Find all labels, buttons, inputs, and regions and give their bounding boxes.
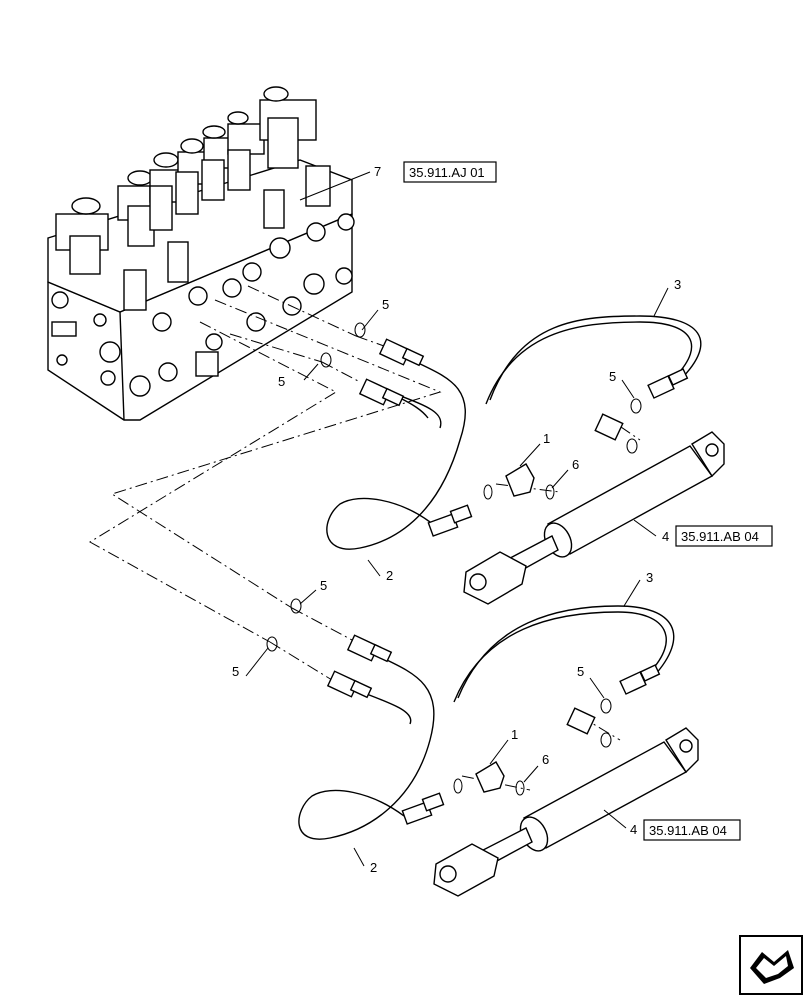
callout-7: 7 [374,164,381,179]
ref-valve: 35.911.AJ 01 [409,165,485,180]
arrow-next-icon[interactable] [739,935,803,995]
o-ring [600,732,612,748]
callout-4-upper: 4 [662,529,669,544]
hydraulic-cylinder [433,727,699,897]
o-ring [354,322,366,338]
callout-1-upper: 1 [543,431,550,446]
ref-box-cyl-upper [675,525,773,547]
o-ring [630,398,642,414]
ref-cyl-upper: 35.911.AB 04 [681,529,759,544]
o-ring [626,438,638,454]
callout-3-upper: 3 [674,277,681,292]
callout-5-upper-c: 5 [609,369,616,384]
callout-5-lower-c: 5 [577,664,584,679]
callout-5-upper-a: 5 [382,297,389,312]
callout-5-upper-b: 5 [278,374,285,389]
o-ring [290,598,302,614]
callout-4-lower: 4 [630,822,637,837]
callout-2-upper: 2 [386,568,393,583]
o-ring [320,352,332,368]
hydraulic-cylinder [463,431,725,605]
ref-box-valve [403,161,497,183]
callout-3-lower: 3 [646,570,653,585]
callout-2-lower: 2 [370,860,377,875]
upper-hose-set [320,315,725,605]
callout-6-upper: 6 [572,457,579,472]
callout-1-lower: 1 [511,727,518,742]
o-ring [545,484,555,500]
o-ring [515,780,525,796]
solenoid-stack [55,86,317,275]
lower-hose-set [266,598,699,897]
o-ring [266,636,278,652]
o-ring [600,698,612,714]
ref-cyl-lower: 35.911.AB 04 [649,823,727,838]
callout-6-lower: 6 [542,752,549,767]
callout-5-lower-a: 5 [320,578,327,593]
o-ring [453,778,463,794]
o-ring [483,484,493,500]
callout-5-lower-b: 5 [232,664,239,679]
control-valve-assembly [47,86,355,421]
ref-box-cyl-lower [643,819,741,841]
